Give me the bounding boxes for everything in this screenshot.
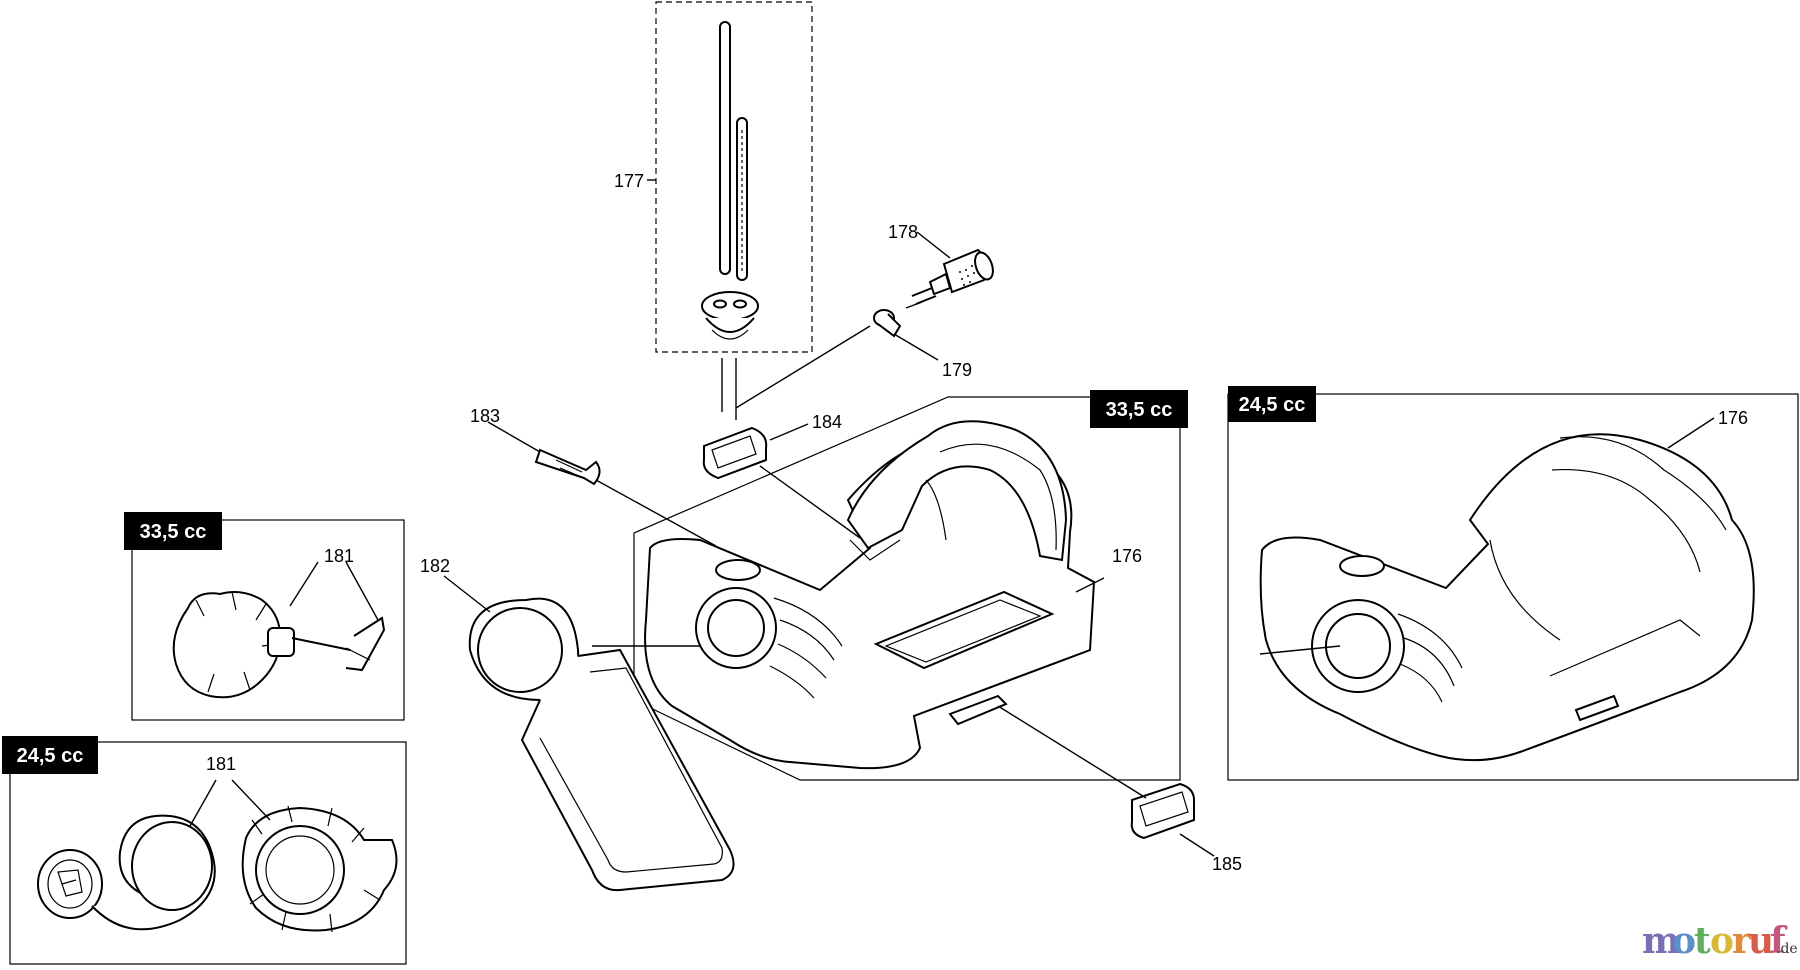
alt-tank-group: 24,5 cc: [1227, 386, 1799, 781]
watermark-u: u: [1748, 920, 1774, 962]
label-179: 179: [942, 360, 972, 380]
watermark-f: f: [1770, 920, 1788, 962]
label-178: 178: [888, 222, 918, 242]
watermark-o1: o: [1672, 920, 1696, 962]
watermark-m: m: [1642, 920, 1680, 962]
label-184: 184: [812, 412, 842, 432]
tag-main-tank: [1090, 390, 1188, 428]
label-185: 185: [1212, 854, 1242, 874]
label-183: 183: [470, 406, 500, 426]
cap-retainer-182: [443, 575, 735, 892]
label-177: 177: [614, 171, 644, 191]
tag-alt-tank-text: 24,5 cc: [1239, 394, 1306, 416]
motoruf-watermark: m o t o r u f .de: [1642, 920, 1798, 962]
fuel-pickup-183: [487, 421, 717, 547]
watermark-r: r: [1732, 920, 1752, 962]
watermark-suffix: .de: [1776, 941, 1798, 957]
main-tank-group: 33,5 cc: [592, 390, 1188, 781]
grommet-184: [702, 423, 861, 539]
label-176-alt: 176: [1718, 408, 1748, 428]
label-182: 182: [420, 556, 450, 576]
tag-alt-tank: [1228, 386, 1316, 422]
tag-cap-large-text: 33,5 cc: [140, 521, 207, 543]
fuel-cap-small-group: 24,5 cc: [2, 736, 407, 965]
watermark-t: t: [1694, 920, 1711, 962]
watermark-o2: o: [1710, 920, 1734, 962]
fuel-line-kit-177: [647, 1, 813, 420]
tag-cap-small: [2, 736, 98, 774]
label-181-large: 181: [324, 546, 354, 566]
fuel-cap-large-group: 33,5 cc: [124, 512, 405, 721]
grommet-185: [997, 705, 1215, 857]
clamp-179: [735, 301, 939, 409]
fuel-filter-178: [911, 231, 994, 305]
tag-cap-large: [124, 512, 222, 550]
label-176-main: 176: [1112, 546, 1142, 566]
tag-main-tank-text: 33,5 cc: [1106, 399, 1173, 421]
label-181-small: 181: [206, 754, 236, 774]
tag-cap-small-text: 24,5 cc: [17, 745, 84, 767]
